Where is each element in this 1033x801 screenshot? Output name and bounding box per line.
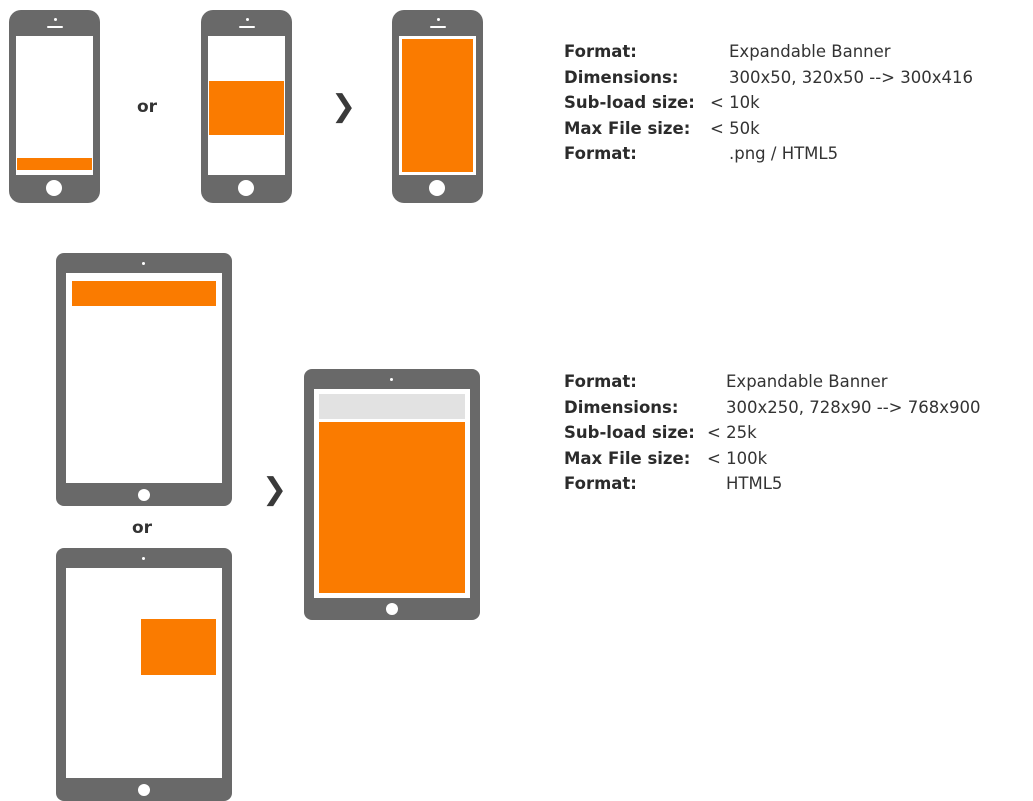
- camera-icon: [437, 18, 440, 21]
- spec-row: Dimensions: 300x250, 728x90 --> 768x900: [564, 395, 1029, 421]
- ad-expanded: [319, 422, 465, 593]
- tablet-screen: [66, 568, 222, 778]
- home-button-icon: [429, 180, 445, 196]
- spec-key: Dimensions:: [564, 397, 679, 417]
- spec-value: HTML5: [726, 474, 783, 493]
- spec-key: Format:: [564, 474, 637, 493]
- or-label-phones: or: [137, 97, 158, 117]
- chevron-right-icon: ❯: [331, 89, 357, 124]
- spec-row: Format: Expandable Banner: [564, 369, 1029, 395]
- phone-bottom-banner: [9, 10, 100, 203]
- speaker-icon: [239, 26, 255, 28]
- ad-rectangle: [141, 619, 216, 675]
- spec-value: Expandable Banner: [729, 42, 891, 61]
- spec-row: Format: HTML5: [564, 471, 1029, 497]
- camera-icon: [246, 18, 249, 21]
- chevron-right-icon: ❯: [262, 472, 288, 507]
- spec-key: Dimensions:: [564, 67, 679, 87]
- home-button-icon: [238, 180, 254, 196]
- spec-key: Format:: [564, 42, 637, 61]
- phone-screen: [208, 36, 285, 175]
- tablet-screen: [314, 389, 470, 598]
- home-button-icon: [46, 180, 62, 196]
- spec-key: Sub-load size:: [564, 93, 695, 112]
- tablet-top-banner: [56, 253, 232, 506]
- ad-leaderboard: [72, 281, 216, 306]
- status-bar-area: [319, 394, 465, 419]
- ad-expanded: [402, 39, 473, 172]
- camera-icon: [54, 18, 57, 21]
- home-button-icon: [138, 784, 150, 796]
- spec-value: 300x250, 728x90 --> 768x900: [726, 397, 981, 417]
- spec-row: Dimensions: 300x50, 320x50 --> 300x416: [564, 65, 1024, 91]
- or-label-tablets: or: [132, 518, 153, 538]
- tablet-screen: [66, 273, 222, 483]
- spec-key: Max File size:: [564, 448, 691, 468]
- spec-row: Max File size: < 50k: [564, 116, 1024, 142]
- phone-mid-banner: [201, 10, 292, 203]
- speaker-icon: [430, 26, 446, 28]
- spec-row: Format: Expandable Banner: [564, 39, 1024, 65]
- ad-banner-mid: [209, 81, 284, 135]
- spec-value: < 100k: [707, 448, 768, 468]
- camera-icon: [142, 557, 145, 560]
- spec-value: < 50k: [710, 118, 760, 138]
- spec-key: Sub-load size:: [564, 423, 695, 442]
- spec-key: Format:: [564, 372, 637, 391]
- camera-icon: [390, 378, 393, 381]
- spec-row: Format: .png / HTML5: [564, 141, 1024, 167]
- spec-key: Max File size:: [564, 118, 691, 138]
- spec-row: Sub-load size: < 25k: [564, 420, 1029, 446]
- spec-row: Max File size: < 100k: [564, 446, 1029, 472]
- home-button-icon: [138, 489, 150, 501]
- tablet-mid-rect: [56, 548, 232, 801]
- spec-row: Sub-load size: < 10k: [564, 90, 1024, 116]
- phone-expanded: [392, 10, 483, 203]
- spec-value: .png / HTML5: [729, 144, 839, 163]
- phone-screen: [16, 36, 93, 175]
- spec-value: < 10k: [710, 93, 760, 112]
- camera-icon: [142, 262, 145, 265]
- spec-list-mobile: Format: Expandable Banner Dimensions: 30…: [564, 39, 1024, 167]
- spec-value: < 25k: [707, 423, 757, 442]
- spec-value: Expandable Banner: [726, 372, 888, 391]
- spec-key: Format:: [564, 144, 637, 163]
- speaker-icon: [47, 26, 63, 28]
- home-button-icon: [386, 603, 398, 615]
- phone-screen: [399, 36, 476, 175]
- tablet-expanded: [304, 369, 480, 620]
- spec-value: 300x50, 320x50 --> 300x416: [729, 67, 973, 87]
- ad-banner-bottom: [17, 158, 92, 170]
- spec-list-tablet: Format: Expandable Banner Dimensions: 30…: [564, 369, 1029, 497]
